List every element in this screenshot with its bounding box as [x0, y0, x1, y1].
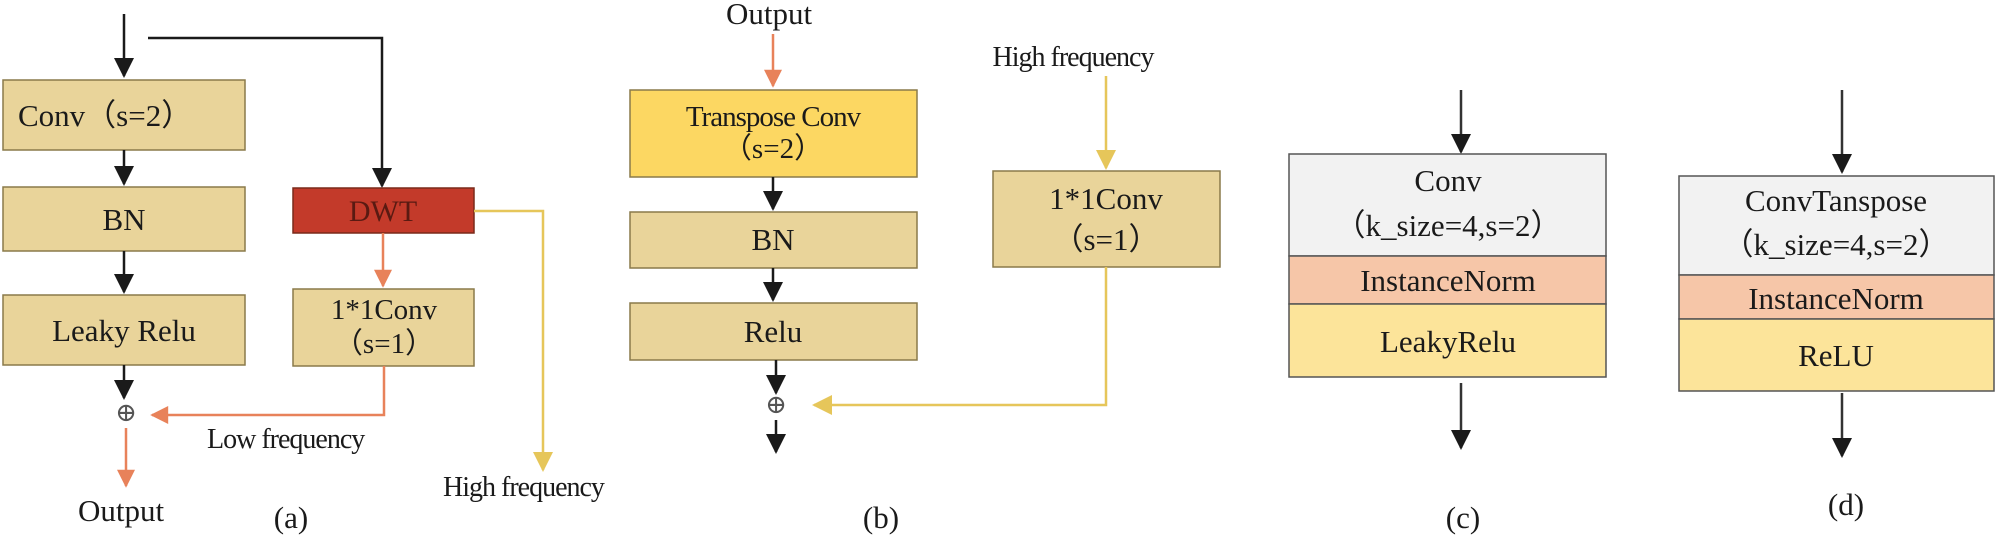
bn-block: BN — [2, 186, 246, 252]
leakyrelu-label-c: LeakyRelu — [1380, 324, 1516, 359]
sum-symbol-b: ⊕ — [765, 390, 787, 419]
transpose-conv-block: Transpose Conv （s=2） — [629, 89, 918, 178]
leakyrelu-block-c: LeakyRelu — [1288, 303, 1607, 378]
instancenorm-label-c: InstanceNorm — [1360, 263, 1536, 298]
high-frequency-label-b: High frequency — [993, 42, 1155, 73]
low-frequency-label: Low frequency — [207, 424, 365, 455]
conv1x1-label-a: 1*1Conv — [331, 294, 438, 326]
relu-label-d: ReLU — [1798, 338, 1874, 373]
instancenorm-block-c: InstanceNorm — [1288, 255, 1607, 305]
low-frequency-arrow — [150, 366, 386, 424]
bn-label: BN — [102, 202, 145, 237]
panel-b: Output Transpose Conv （s=2） BN Relu ⊕ Hi… — [629, 0, 1221, 535]
conv-s2-label: Conv（s=2） — [18, 98, 192, 133]
conv-label-c: Conv — [1414, 163, 1482, 198]
convtranspose-label-d: ConvTanspose — [1745, 183, 1927, 218]
conv1x1-param-b: （s=1） — [1052, 222, 1159, 257]
leaky-relu-label: Leaky Relu — [52, 313, 196, 348]
conv-s2-block: Conv（s=2） — [2, 79, 246, 151]
output-label: Output — [78, 493, 165, 528]
conv-block-c: Conv （k_size=4,s=2） — [1288, 153, 1607, 257]
caption-d: (d) — [1828, 487, 1864, 522]
branch-to-dwt-arrow — [148, 36, 392, 188]
caption-b: (b) — [863, 500, 899, 535]
panel-a: Conv（s=2） BN Leaky Relu ⊕ Output DWT 1*1… — [2, 14, 606, 535]
convtranspose-param-d: （k_size=4,s=2） — [1723, 227, 1950, 262]
relu-block-d: ReLU — [1678, 318, 1995, 392]
leaky-relu-block: Leaky Relu — [2, 294, 246, 366]
conv1x1-label-b: 1*1Conv — [1049, 181, 1163, 216]
bn-block-b: BN — [629, 211, 918, 269]
panel-d: ConvTanspose （k_size=4,s=2） InstanceNorm… — [1678, 90, 1995, 522]
transpose-conv-param: （s=2） — [723, 133, 823, 165]
conv1x1-block-b: 1*1Conv （s=1） — [992, 170, 1221, 268]
caption-c: (c) — [1446, 500, 1480, 535]
panel-c: Conv （k_size=4,s=2） InstanceNorm LeakyRe… — [1288, 90, 1607, 535]
instancenorm-block-d: InstanceNorm — [1678, 274, 1995, 320]
dwt-high-frequency-arrow — [474, 209, 553, 472]
relu-label: Relu — [744, 314, 803, 349]
high-frequency-to-sum-arrow — [812, 267, 1108, 415]
transpose-conv-label: Transpose Conv — [686, 101, 862, 133]
bn-label-b: BN — [751, 222, 794, 257]
dwt-label: DWT — [349, 195, 417, 228]
conv1x1-block-a: 1*1Conv （s=1） — [292, 288, 475, 367]
relu-block: Relu — [629, 302, 918, 361]
dwt-block: DWT — [292, 187, 475, 234]
output-label-b: Output — [726, 0, 813, 31]
high-frequency-label-a: High frequency — [443, 472, 605, 503]
conv-param-c: （k_size=4,s=2） — [1335, 208, 1562, 243]
conv1x1-param-a: （s=1） — [334, 328, 434, 360]
sum-symbol: ⊕ — [115, 398, 137, 427]
instancenorm-label-d: InstanceNorm — [1748, 281, 1924, 316]
caption-a: (a) — [274, 500, 308, 535]
convtranspose-block-d: ConvTanspose （k_size=4,s=2） — [1678, 175, 1995, 276]
